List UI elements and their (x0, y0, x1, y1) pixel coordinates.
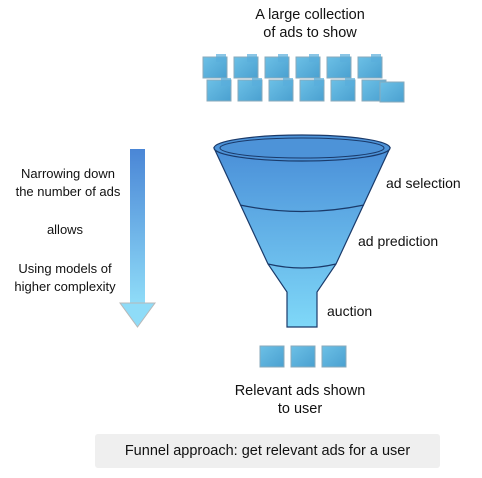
funnel-rim (213, 134, 391, 162)
ad-square (252, 78, 262, 86)
ad-collection-title: A large collection of ads to show (255, 7, 365, 41)
ad-square (379, 81, 405, 103)
complexity-text: Using models of higher complexity (14, 261, 116, 294)
caption-text: Funnel approach: get relevant ads for a … (124, 443, 411, 459)
stage-label-ad-selection: ad selection (386, 175, 461, 191)
stage-label-auction: auction (327, 303, 373, 319)
funnel (213, 134, 391, 328)
ad-square (314, 78, 324, 86)
ad-square (340, 54, 350, 62)
ad-square-row-1 (202, 54, 383, 79)
ad-square-row-2 (206, 78, 405, 103)
ad-square (326, 56, 352, 79)
funnel-body (213, 147, 391, 328)
ad-square (233, 56, 259, 79)
funnel-divider-selection (239, 204, 365, 213)
ad-square (264, 56, 290, 79)
relevant-ad-square (321, 345, 347, 368)
narrowing-text: Narrowing down the number of ads (15, 166, 121, 199)
ad-square (345, 78, 355, 86)
narrowing-arrow (119, 149, 156, 328)
relevant-ad-squares (259, 345, 347, 368)
funnel-rim-inner (219, 137, 385, 159)
stage-label-ad-prediction: ad prediction (358, 233, 439, 249)
ad-square (309, 54, 319, 62)
relevant-ad-square (290, 345, 316, 368)
relevant-ad-square (259, 345, 285, 368)
relevant-ads-label: Relevant ads shown to user (234, 383, 366, 417)
arrow-head (119, 302, 156, 328)
arrow-shaft (130, 149, 145, 304)
ad-square (221, 78, 231, 86)
ad-square (247, 54, 257, 62)
ad-square (371, 54, 381, 62)
ad-square (283, 78, 293, 86)
ad-square (202, 56, 228, 79)
caption-box: Funnel approach: get relevant ads for a … (95, 434, 440, 468)
ad-collection-squares (202, 54, 405, 103)
funnel-divider-prediction (267, 263, 337, 269)
ad-square (357, 56, 383, 79)
allows-text: allows (46, 222, 84, 237)
ad-square (216, 54, 226, 62)
ad-square (278, 54, 288, 62)
ad-square (295, 56, 321, 79)
